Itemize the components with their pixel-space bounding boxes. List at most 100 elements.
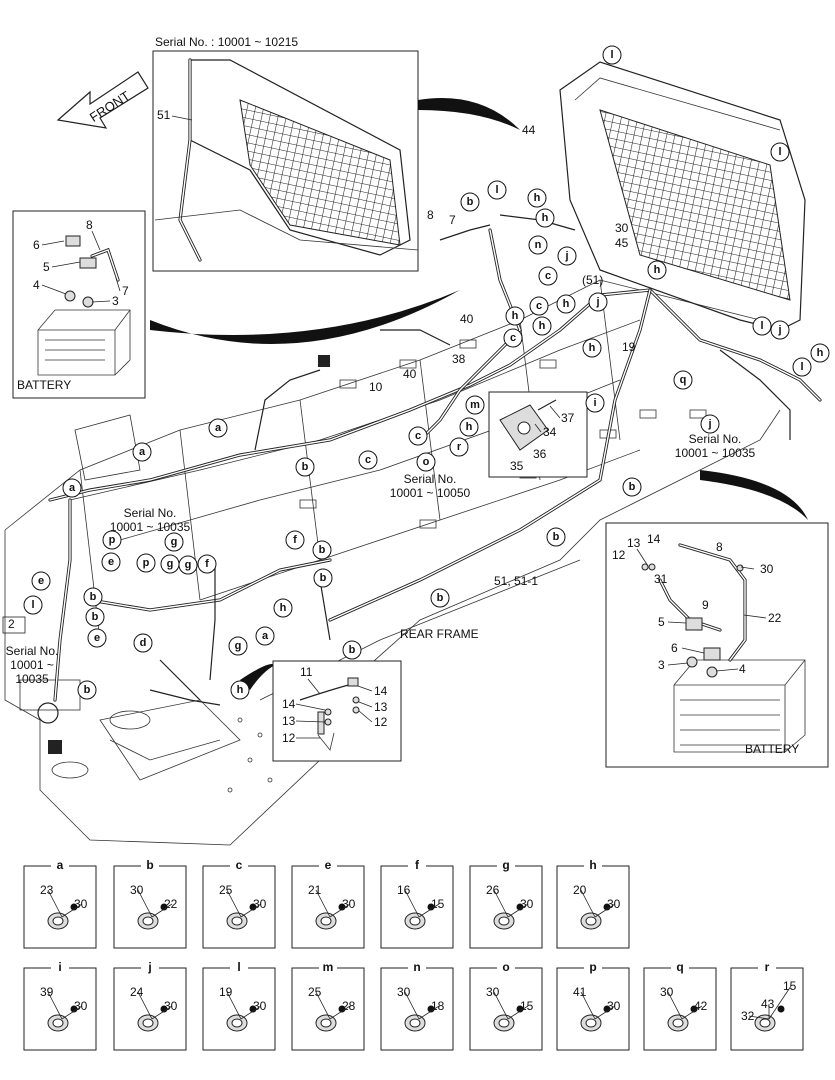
svg-text:h: h	[589, 342, 596, 354]
detail-b-part: 30	[130, 883, 144, 897]
svg-text:19: 19	[622, 340, 636, 354]
svg-text:h: h	[817, 347, 824, 359]
svg-text:b: b	[302, 461, 309, 473]
svg-text:b: b	[349, 644, 356, 656]
svg-text:n: n	[535, 239, 542, 251]
callout-p: p	[102, 530, 122, 550]
svg-text:31: 31	[654, 572, 668, 586]
detail-a-part: 23	[40, 883, 54, 897]
callout-b: b	[622, 477, 642, 497]
callout-a: a	[62, 478, 82, 498]
svg-text:11: 11	[300, 665, 313, 679]
svg-text:10: 10	[369, 380, 383, 394]
callout-c: c	[503, 328, 523, 348]
svg-text:12: 12	[282, 731, 296, 745]
callout-e: e	[87, 628, 107, 648]
callout-j: j	[588, 292, 608, 312]
detail-title-o: o	[502, 960, 509, 974]
svg-text:9: 9	[702, 598, 709, 612]
svg-text:h: h	[466, 421, 473, 433]
svg-text:c: c	[510, 332, 516, 344]
svg-text:51, 51-1: 51, 51-1	[494, 574, 538, 588]
svg-text:e: e	[108, 556, 114, 568]
svg-text:h: h	[534, 192, 541, 204]
callout-l: l	[792, 357, 812, 377]
svg-text:13: 13	[374, 700, 388, 714]
detail-title-p: p	[589, 960, 596, 974]
callout-p: p	[136, 553, 156, 573]
detail-o-part: 15	[520, 999, 534, 1013]
callout-e: e	[101, 552, 121, 572]
callout-a: a	[208, 418, 228, 438]
svg-text:a: a	[215, 422, 222, 434]
detail-f-part: 15	[431, 897, 445, 911]
detail-q-part: 30	[660, 985, 674, 999]
callout-r: r	[449, 437, 469, 457]
svg-text:(51): (51)	[582, 273, 603, 287]
callout-l: l	[487, 180, 507, 200]
svg-text:b: b	[90, 591, 97, 603]
svg-text:5: 5	[658, 615, 665, 629]
callout-l: l	[23, 595, 43, 615]
detail-title-r: r	[765, 960, 770, 974]
svg-text:g: g	[235, 640, 242, 652]
svg-text:36: 36	[533, 447, 547, 461]
svg-text:12: 12	[612, 548, 626, 562]
svg-text:34: 34	[543, 425, 557, 439]
detail-g-part: 30	[520, 897, 534, 911]
svg-text:35: 35	[510, 459, 524, 473]
svg-text:e: e	[94, 632, 100, 644]
detail-i-part: 30	[74, 999, 88, 1013]
svg-text:8: 8	[427, 208, 434, 222]
callout-c: c	[358, 450, 378, 470]
svg-text:37: 37	[561, 411, 575, 425]
svg-text:h: h	[563, 298, 570, 310]
callout-i: i	[585, 393, 605, 413]
callout-h: h	[532, 316, 552, 336]
detail-a-part: 30	[74, 897, 88, 911]
svg-text:c: c	[415, 430, 421, 442]
callout-h: h	[273, 598, 293, 618]
callout-b: b	[85, 607, 105, 627]
svg-text:a: a	[69, 482, 76, 494]
callout-g: g	[178, 555, 198, 575]
detail-j-part: 30	[164, 999, 178, 1013]
svg-text:3: 3	[658, 658, 665, 672]
svg-text:j: j	[595, 296, 599, 308]
detail-o-part: 30	[486, 985, 500, 999]
detail-p-part: 41	[573, 985, 587, 999]
detail-title-h: h	[589, 858, 596, 872]
detail-o: o30 15	[469, 960, 543, 1051]
svg-text:c: c	[365, 454, 371, 466]
callout-a: a	[255, 626, 275, 646]
svg-text:h: h	[654, 264, 661, 276]
detail-e-part: 21	[308, 883, 322, 897]
svg-text:m: m	[470, 399, 480, 411]
callout-l: l	[752, 316, 772, 336]
svg-text:45: 45	[615, 236, 629, 250]
inset-11: 11 14 13 12 14 13 12	[272, 660, 402, 762]
callout-b: b	[312, 540, 332, 560]
detail-title-c: c	[236, 858, 243, 872]
svg-text:22: 22	[768, 611, 782, 625]
svg-text:4: 4	[33, 278, 40, 292]
callout-h: h	[459, 417, 479, 437]
callout-h: h	[810, 343, 830, 363]
detail-title-m: m	[323, 960, 334, 974]
svg-text:3: 3	[112, 294, 119, 308]
svg-text:l: l	[800, 361, 803, 373]
callout-c: c	[538, 266, 558, 286]
swoosh-top	[418, 98, 520, 130]
svg-text:j: j	[707, 418, 711, 430]
detail-title-j: j	[147, 960, 151, 974]
battery-right-inset: 13 14 12 8 31 30 9 22 5 6 3 4 BATTERY	[605, 522, 829, 768]
detail-g-part: 26	[486, 883, 500, 897]
callout-h: h	[556, 294, 576, 314]
svg-text:q: q	[680, 374, 687, 386]
callout-o: o	[416, 452, 436, 472]
